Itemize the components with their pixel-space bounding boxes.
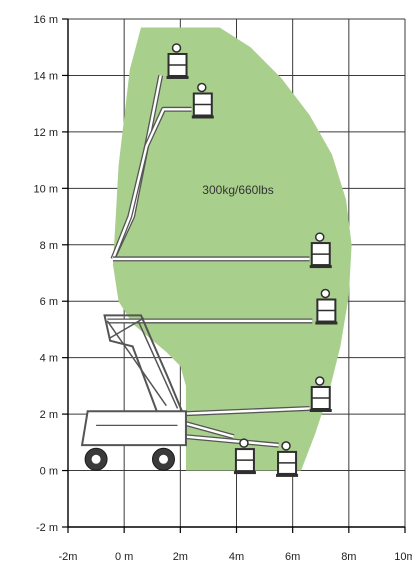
platform-floor [166,75,189,79]
operator-figure [171,43,182,53]
y-tick-label: 8 m [40,240,58,252]
operator-figure [320,288,331,299]
chassis [80,410,187,447]
platform-floor [309,265,332,269]
x-tick-label: -2m [59,551,78,563]
operator-figure [197,82,207,93]
platform-floor [309,409,332,412]
x-tick-label: 4m [229,551,244,563]
mast-link [109,317,145,339]
y-tick-label: 6 m [40,296,58,308]
operator-figure [315,232,325,242]
capacity-label: 300kg/660lbs [202,183,273,197]
x-tick-label: 6m [285,551,300,563]
y-tick-label: 16 m [34,14,58,26]
x-tick-label: 8m [341,551,356,563]
y-tick-label: 12 m [34,127,58,139]
y-tick-label: 0 m [40,466,58,478]
platform-floor [233,471,256,475]
boom-section [174,407,310,416]
x-tick-label: 10m [394,551,412,563]
y-tick-label: 4 m [40,353,58,365]
mast-link [137,320,179,409]
platform-floor [315,321,338,325]
y-tick-label: 14 m [34,70,58,82]
platform-floor [276,473,299,477]
wheel-hub [91,454,101,464]
platform-floor [191,115,214,119]
mast-link [106,320,167,407]
working-envelope [112,27,352,471]
operator-figure [281,441,291,451]
boom-section [185,435,279,447]
operator-figure [315,376,325,386]
y-tick-label: 2 m [40,409,58,421]
y-tick-label: -2 m [36,522,58,534]
x-tick-label: 2m [173,551,188,563]
boom-section [111,108,192,260]
machine-drawing [80,43,338,477]
wheel-hub [158,454,168,464]
x-tick-label: 0 m [115,551,133,563]
operator-figure [239,438,249,448]
y-tick-label: 10 m [34,183,58,195]
